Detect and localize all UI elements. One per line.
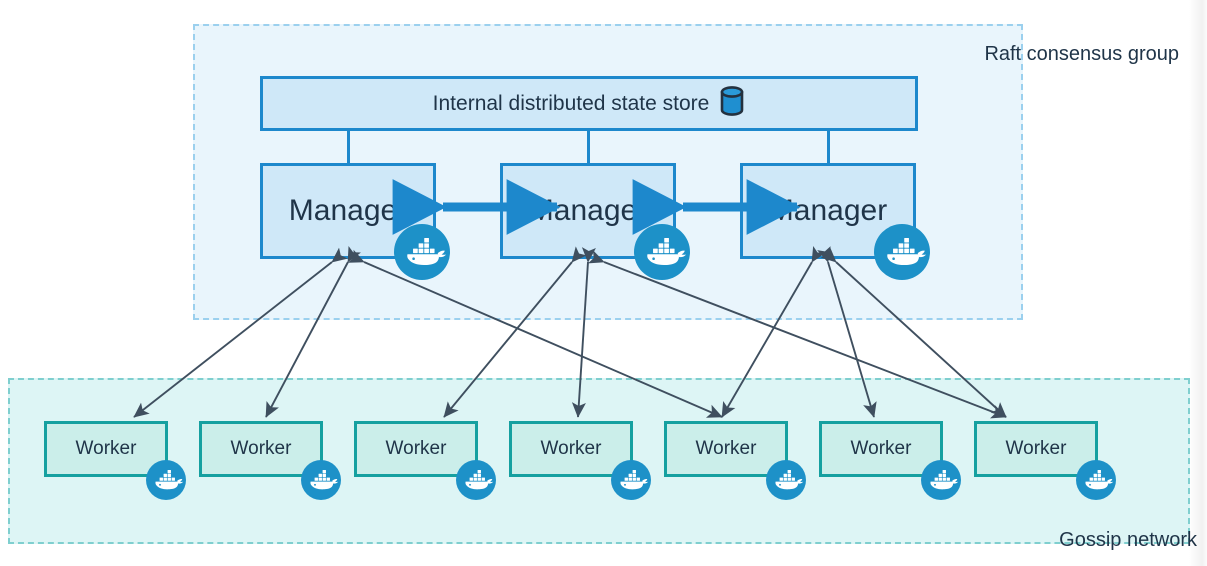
manager-label: Manager bbox=[528, 194, 648, 227]
docker-whale-icon-manager-2 bbox=[634, 224, 690, 280]
worker-node-6[interactable]: Worker bbox=[819, 421, 943, 477]
manager-label: Manager bbox=[768, 194, 888, 227]
worker-label: Worker bbox=[695, 438, 757, 459]
gossip-network-label: Gossip network bbox=[1059, 529, 1197, 551]
docker-whale-icon-worker-3 bbox=[456, 460, 496, 500]
worker-label: Worker bbox=[230, 438, 292, 459]
worker-node-5[interactable]: Worker bbox=[664, 421, 788, 477]
worker-node-4[interactable]: Worker bbox=[509, 421, 633, 477]
state-store-to-manager-2-connector bbox=[587, 128, 590, 166]
docker-whale-icon-worker-2 bbox=[301, 460, 341, 500]
docker-whale-icon-worker-4 bbox=[611, 460, 651, 500]
docker-whale-icon-worker-1 bbox=[146, 460, 186, 500]
internal-state-store-box[interactable]: Internal distributed state store bbox=[260, 76, 918, 131]
worker-node-1[interactable]: Worker bbox=[44, 421, 168, 477]
worker-node-2[interactable]: Worker bbox=[199, 421, 323, 477]
docker-whale-icon-worker-6 bbox=[921, 460, 961, 500]
worker-label: Worker bbox=[1005, 438, 1067, 459]
worker-label: Worker bbox=[540, 438, 602, 459]
state-store-to-manager-3-connector bbox=[827, 128, 830, 166]
manager-label: Manager bbox=[288, 194, 408, 227]
docker-whale-icon-worker-5 bbox=[766, 460, 806, 500]
page-edge-shadow bbox=[1189, 0, 1207, 566]
worker-label: Worker bbox=[385, 438, 447, 459]
state-store-label: Internal distributed state store bbox=[432, 91, 710, 115]
worker-label: Worker bbox=[75, 438, 137, 459]
docker-whale-icon-worker-7 bbox=[1076, 460, 1116, 500]
worker-node-7[interactable]: Worker bbox=[974, 421, 1098, 477]
raft-consensus-group-label: Raft consensus group bbox=[984, 43, 1179, 65]
worker-node-3[interactable]: Worker bbox=[354, 421, 478, 477]
worker-label: Worker bbox=[850, 438, 912, 459]
state-store-to-manager-1-connector bbox=[347, 128, 350, 166]
database-cylinder-icon bbox=[719, 85, 745, 122]
docker-whale-icon-manager-1 bbox=[394, 224, 450, 280]
docker-whale-icon-manager-3 bbox=[874, 224, 930, 280]
